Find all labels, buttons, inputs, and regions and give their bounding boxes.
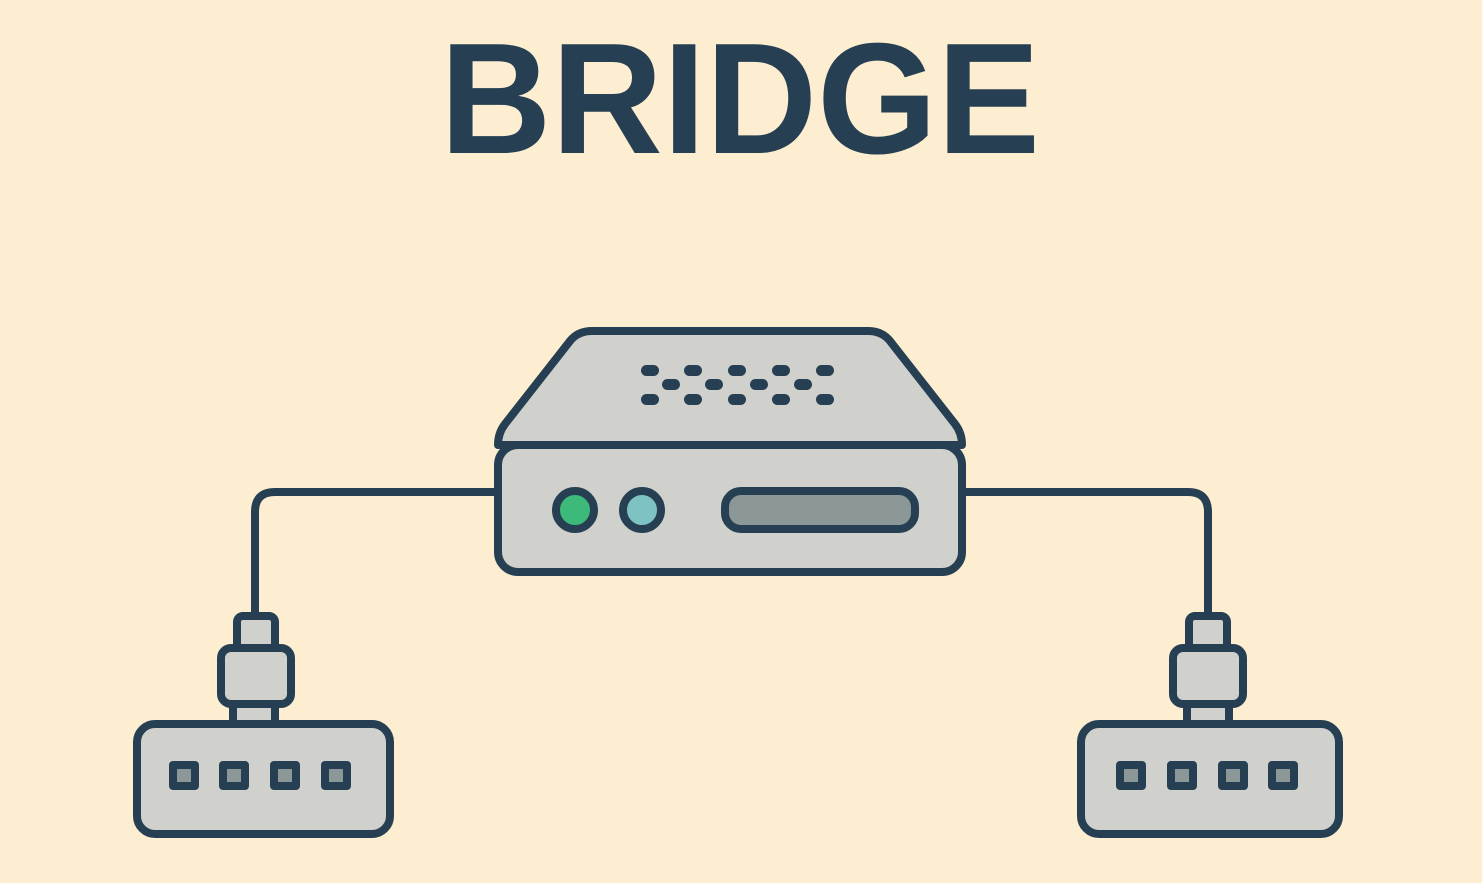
- right-cable: [960, 488, 1212, 618]
- connector-body: [1169, 644, 1247, 708]
- diagram-title: BRIDGE: [440, 11, 1040, 187]
- green-led-icon: [552, 487, 598, 533]
- bridge-lid: [494, 327, 966, 449]
- bridge-device-icon: [494, 327, 966, 576]
- vent-grille-icon: [641, 365, 834, 405]
- left-cable: [251, 488, 500, 618]
- left-switch-icon: [133, 612, 394, 838]
- connector-body: [217, 644, 295, 708]
- teal-led-icon: [619, 487, 665, 533]
- switch-body: [1077, 720, 1343, 838]
- switch-ports: [169, 761, 351, 790]
- right-switch-icon: [1077, 612, 1343, 838]
- display-slot: [721, 487, 919, 533]
- switch-body: [133, 720, 394, 838]
- switch-ports: [1116, 761, 1298, 790]
- cables: [251, 488, 1212, 618]
